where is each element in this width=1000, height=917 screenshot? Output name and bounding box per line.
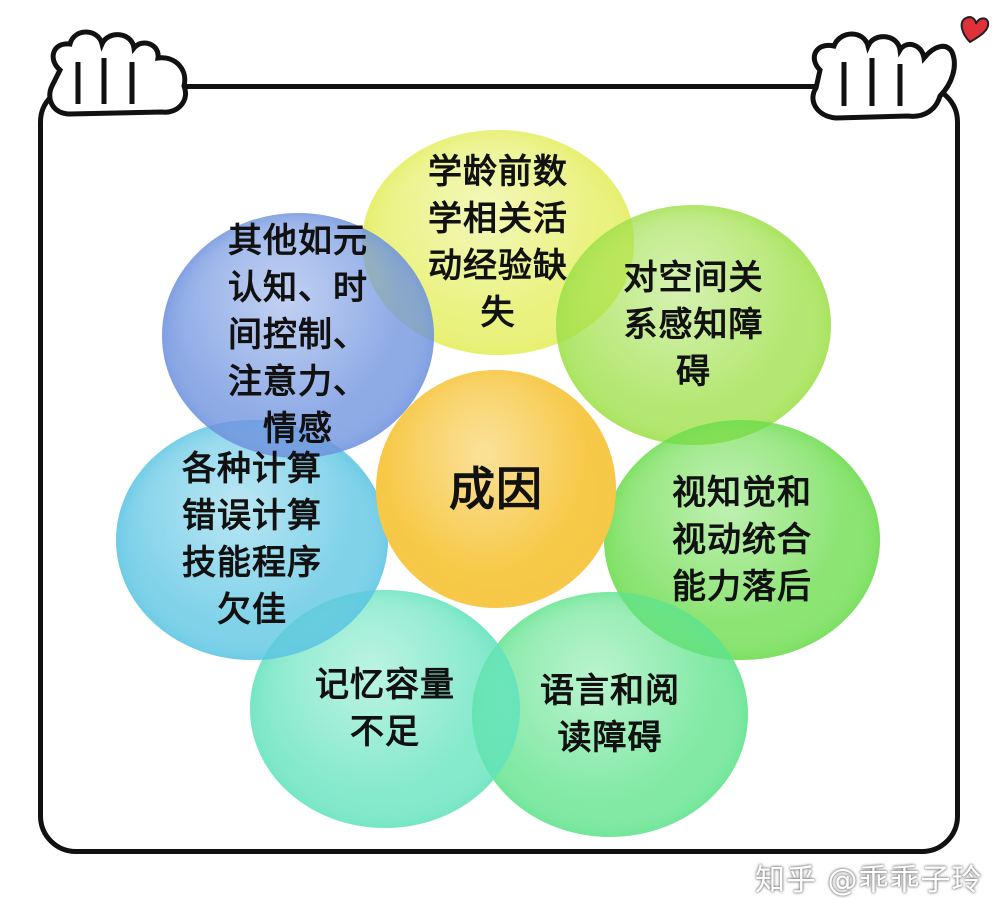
cause-label-memory: 记忆容量 不足 [315,665,455,752]
center-label: 成因 [449,461,543,516]
cause-label-visual: 视知觉和 视动统合 能力落后 [672,472,812,607]
cause-circle-calculation: 各种计算 错误计算 技能程序 欠佳 [116,420,388,660]
cause-circle-metacognition: 其他如元 认知、时 间控制、 注意力、 情感 [162,213,434,458]
center-circle: 成因 [376,370,616,608]
cause-label-calculation: 各种计算 错误计算 技能程序 欠佳 [182,449,322,630]
cause-circle-visual: 视知觉和 视动统合 能力落后 [604,420,880,660]
cause-label-metacognition: 其他如元 认知、时 间控制、 注意力、 情感 [228,221,368,449]
watermark-text: 知乎 @乖乖子玲 [755,863,983,898]
cause-label-preschool-math: 学龄前数 学相关活 动经验缺 失 [428,151,568,333]
cause-label-spatial: 对空间关 系感知障 碍 [623,257,764,392]
cause-label-language: 语言和阅 读障碍 [540,670,680,758]
cause-circle-spatial: 对空间关 系感知障 碍 [556,205,831,445]
heart-icon [960,16,990,44]
